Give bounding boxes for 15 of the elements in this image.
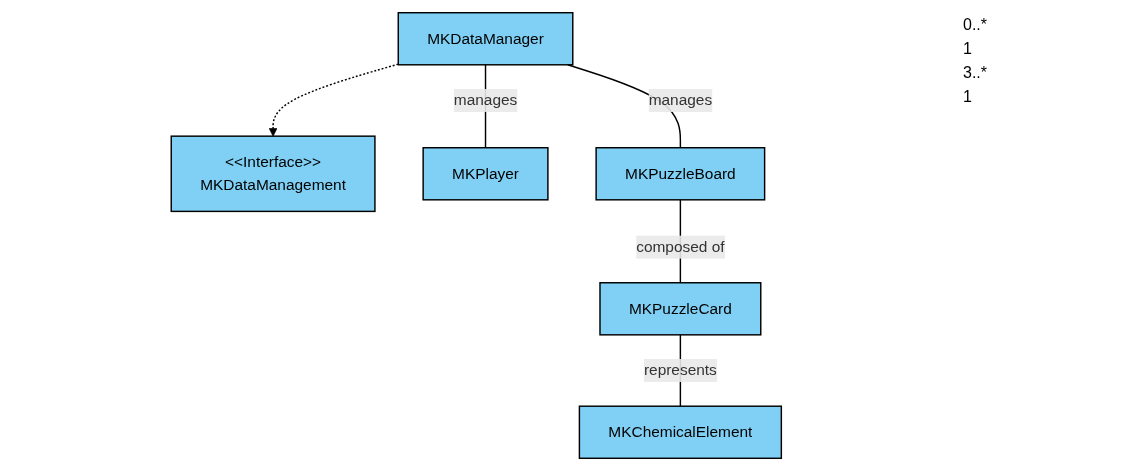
node-box: MKChemicalElement [578, 405, 783, 459]
edge-label: composed of [636, 238, 725, 255]
node-box: MKPuzzleBoard [595, 147, 766, 201]
multiplicity-label: 1 [963, 40, 973, 58]
multiplicity-label: 3..* [963, 64, 988, 82]
arrow [269, 63, 400, 137]
multiplicity-label: 0..* [963, 16, 988, 34]
edge-label: represents [644, 361, 718, 379]
node-box: <<Interface>> MKDataManagement [170, 135, 376, 213]
node-box: MKDataManager [397, 12, 574, 66]
multiplicity-label: 1 [963, 88, 973, 106]
edge-label: manages [648, 91, 713, 109]
edge-label: manages [453, 91, 518, 109]
node-box: MKPuzzleCard [599, 282, 762, 336]
node-box: MKPlayer [422, 147, 549, 201]
